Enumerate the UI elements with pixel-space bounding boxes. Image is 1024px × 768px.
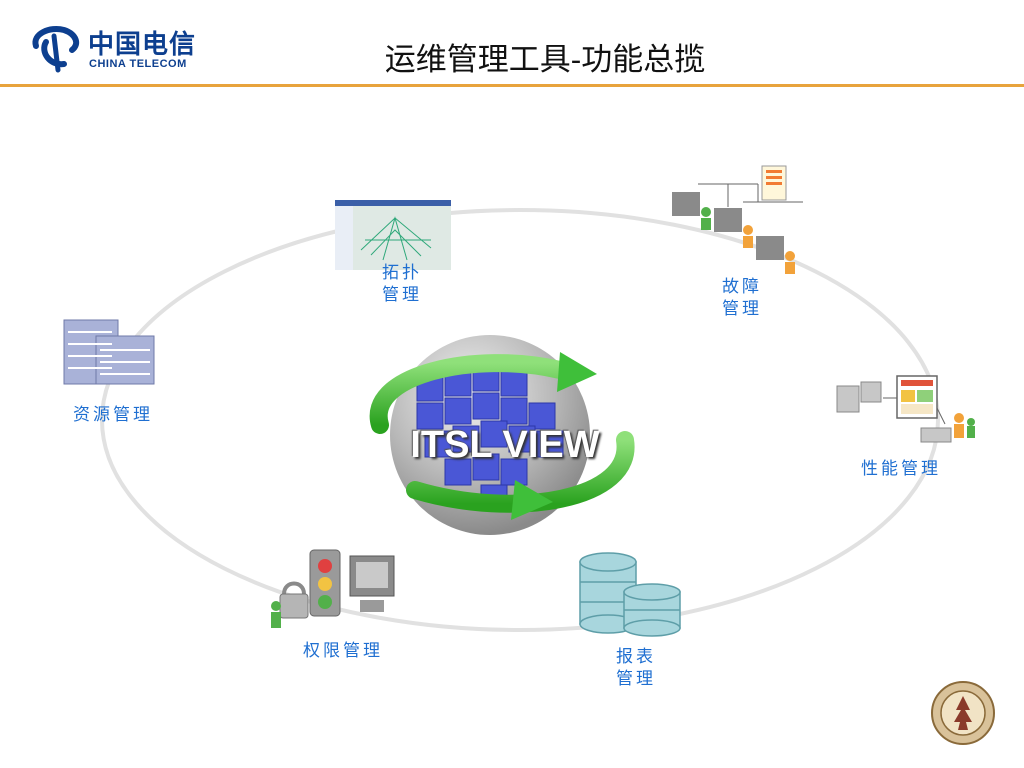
china-telecom-college-seal <box>931 681 995 745</box>
page-title: 运维管理工具-功能总揽 <box>384 42 706 78</box>
itsl-view-label: ITSL VIEW <box>410 424 600 466</box>
report-management-label: 报表 管理 <box>616 647 656 689</box>
resource-management-label: 资源管理 <box>73 405 153 425</box>
china-telecom-logo: 中国电信 CHINA TELECOM <box>28 22 208 78</box>
performance-dashboard-icon <box>836 375 975 443</box>
resource-servers-icon <box>63 319 155 385</box>
logo-chinese-text: 中国电信 <box>88 30 197 60</box>
slide-header: 中国电信 CHINA TELECOM 运维管理工具-功能总揽 <box>0 0 1024 88</box>
header-rule <box>0 84 1024 87</box>
topology-label: 拓扑 管理 <box>382 263 422 305</box>
report-database-icon <box>579 552 681 637</box>
permission-management-label: 权限管理 <box>303 641 383 661</box>
performance-management-label: 性能管理 <box>861 459 941 479</box>
fault-management-label: 故障 管理 <box>722 277 762 319</box>
topology-screenshot-icon <box>335 200 451 270</box>
logo-english-text: CHINA TELECOM <box>89 58 187 70</box>
permission-security-icon <box>271 549 395 628</box>
fault-management-icon <box>672 165 803 274</box>
itsl-view-hub-icon <box>369 335 635 535</box>
telecom-swirl-icon <box>32 26 80 73</box>
